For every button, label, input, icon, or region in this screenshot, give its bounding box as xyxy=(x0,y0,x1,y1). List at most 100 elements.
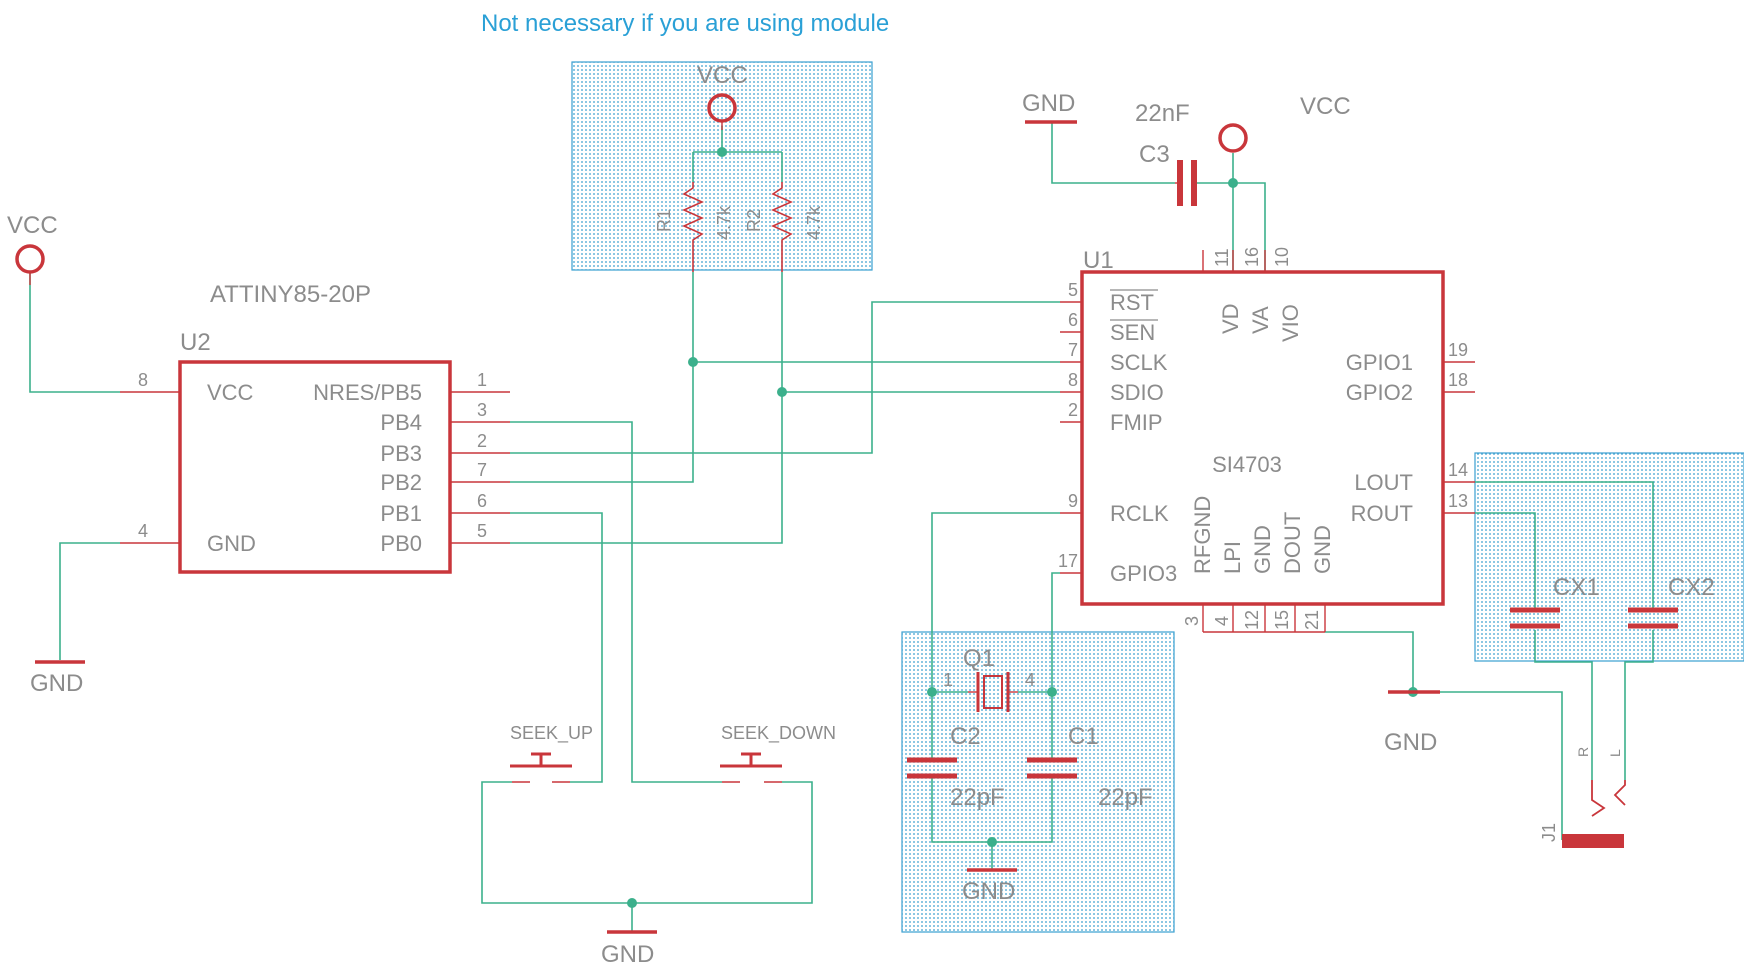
capacitor-c3: 22nF C3 xyxy=(1135,100,1197,206)
svg-text:RST: RST xyxy=(1110,290,1154,315)
svg-text:SCLK: SCLK xyxy=(1110,350,1168,375)
svg-text:GPIO3: GPIO3 xyxy=(1110,561,1177,586)
svg-text:R: R xyxy=(1575,747,1591,757)
u2-attiny85: U2 ATTINY85-20P 8 VCC 4 GND 1 NRES/PB5 3… xyxy=(120,281,510,574)
svg-text:6: 6 xyxy=(477,491,487,511)
svg-text:10: 10 xyxy=(1272,247,1292,267)
svg-text:CX1: CX1 xyxy=(1553,574,1600,601)
svg-text:R2: R2 xyxy=(744,209,764,232)
vcc-symbol-c3: VCC xyxy=(1218,93,1351,153)
svg-text:GND: GND xyxy=(962,878,1015,905)
svg-text:GND: GND xyxy=(601,941,654,968)
u1-si4703: U1 SI4703 5 RST 6 SEN 7 SCLK 8 SDIO 2 FM… xyxy=(1058,247,1475,633)
svg-text:PB3: PB3 xyxy=(380,441,422,466)
crystal-q1: Q1 1 4 xyxy=(943,645,1035,712)
button-seek-down: SEEK_DOWN xyxy=(720,723,836,783)
svg-text:8: 8 xyxy=(1068,370,1078,390)
svg-text:GND: GND xyxy=(1022,90,1075,117)
svg-text:ROUT: ROUT xyxy=(1351,501,1413,526)
svg-text:FMIP: FMIP xyxy=(1110,410,1163,435)
svg-text:6: 6 xyxy=(1068,310,1078,330)
gnd-symbol-buttons: GND xyxy=(601,930,657,968)
gnd-symbol-u1: GND xyxy=(1384,690,1440,756)
svg-text:R1: R1 xyxy=(654,209,674,232)
svg-text:DOUT: DOUT xyxy=(1280,512,1305,574)
svg-text:U1: U1 xyxy=(1083,247,1114,274)
svg-text:Q1: Q1 xyxy=(963,645,995,672)
svg-text:SDIO: SDIO xyxy=(1110,380,1164,405)
svg-text:GND: GND xyxy=(1250,525,1275,574)
svg-text:3: 3 xyxy=(1182,616,1202,626)
svg-text:GND: GND xyxy=(30,670,83,697)
svg-text:VCC: VCC xyxy=(7,212,58,239)
svg-text:8: 8 xyxy=(138,370,148,390)
svg-text:1: 1 xyxy=(943,670,953,690)
svg-text:22pF: 22pF xyxy=(1098,784,1153,811)
audio-jack-j1: R L J1 xyxy=(1539,747,1626,848)
svg-text:VA: VA xyxy=(1248,306,1273,334)
svg-text:LOUT: LOUT xyxy=(1354,470,1413,495)
svg-text:RFGND: RFGND xyxy=(1190,496,1215,574)
resistor-r1: R1 4.7k xyxy=(654,182,734,272)
svg-text:VCC: VCC xyxy=(697,62,748,89)
svg-text:GND: GND xyxy=(207,531,256,556)
svg-text:7: 7 xyxy=(1068,340,1078,360)
svg-text:VCC: VCC xyxy=(1300,93,1351,120)
gnd-symbol-crystal: GND xyxy=(962,868,1017,905)
vcc-symbol-pullup: VCC xyxy=(697,62,748,130)
svg-text:4: 4 xyxy=(1025,670,1035,690)
crystal-region xyxy=(901,631,1175,933)
vcc-symbol-left: VCC xyxy=(7,212,58,285)
svg-text:PB4: PB4 xyxy=(380,410,422,435)
svg-text:ATTINY85-20P: ATTINY85-20P xyxy=(210,281,371,308)
svg-text:SEEK_UP: SEEK_UP xyxy=(510,723,593,744)
svg-text:C1: C1 xyxy=(1068,723,1099,750)
svg-text:PB0: PB0 xyxy=(380,531,422,556)
svg-text:SI4703: SI4703 xyxy=(1212,452,1282,477)
gnd-symbol-left: GND xyxy=(30,660,85,697)
svg-text:22nF: 22nF xyxy=(1135,100,1190,127)
svg-text:2: 2 xyxy=(477,431,487,451)
svg-text:VD: VD xyxy=(1218,303,1243,334)
svg-text:11: 11 xyxy=(1212,248,1232,267)
capacitor-cx2: CX2 xyxy=(1628,574,1715,629)
capacitor-cx1: CX1 xyxy=(1510,574,1600,629)
svg-text:15: 15 xyxy=(1272,610,1292,630)
svg-text:GND: GND xyxy=(1310,525,1335,574)
svg-text:PB1: PB1 xyxy=(380,501,422,526)
svg-text:C3: C3 xyxy=(1139,141,1170,168)
resistor-r2: R2 4.7k xyxy=(744,182,824,272)
svg-text:2: 2 xyxy=(1068,400,1078,420)
button-seek-up: SEEK_UP xyxy=(510,723,593,783)
jack-body xyxy=(1562,834,1624,848)
svg-text:4.7k: 4.7k xyxy=(714,205,734,240)
capacitor-c2: C2 22pF xyxy=(907,723,1005,811)
svg-text:21: 21 xyxy=(1302,610,1322,630)
svg-text:9: 9 xyxy=(1068,491,1078,511)
svg-text:4: 4 xyxy=(1212,616,1232,626)
svg-text:GND: GND xyxy=(1384,729,1437,756)
svg-text:LPI: LPI xyxy=(1220,541,1245,574)
svg-text:SEN: SEN xyxy=(1110,320,1155,345)
svg-text:4: 4 xyxy=(138,521,148,541)
svg-text:J1: J1 xyxy=(1539,823,1559,842)
svg-text:VCC: VCC xyxy=(207,380,254,405)
svg-text:18: 18 xyxy=(1448,370,1468,390)
svg-text:16: 16 xyxy=(1242,247,1262,267)
svg-text:14: 14 xyxy=(1448,460,1468,480)
svg-text:GPIO1: GPIO1 xyxy=(1346,350,1413,375)
svg-text:NRES/PB5: NRES/PB5 xyxy=(313,380,422,405)
svg-text:3: 3 xyxy=(477,400,487,420)
svg-text:4.7k: 4.7k xyxy=(804,205,824,240)
svg-text:GPIO2: GPIO2 xyxy=(1346,380,1413,405)
svg-text:C2: C2 xyxy=(950,723,981,750)
svg-text:17: 17 xyxy=(1058,551,1078,571)
svg-text:RCLK: RCLK xyxy=(1110,501,1169,526)
svg-text:12: 12 xyxy=(1242,610,1262,630)
svg-text:VIO: VIO xyxy=(1278,304,1303,342)
svg-text:L: L xyxy=(1607,749,1623,757)
svg-text:SEEK_DOWN: SEEK_DOWN xyxy=(721,723,836,744)
svg-text:5: 5 xyxy=(477,521,487,541)
svg-text:PB2: PB2 xyxy=(380,470,422,495)
